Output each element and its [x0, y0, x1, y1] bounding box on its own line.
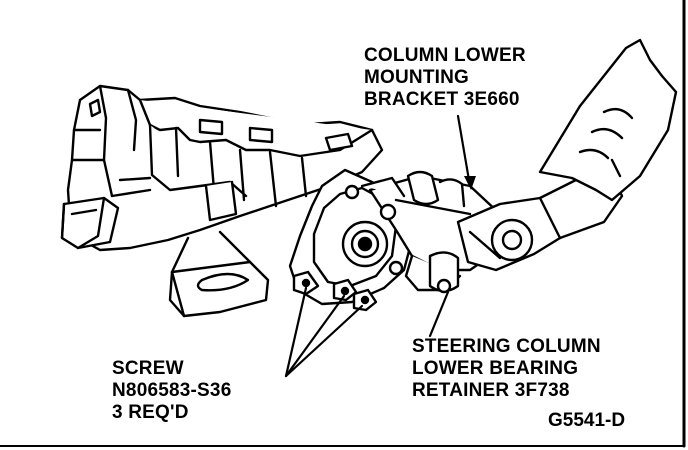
screw-callout-line-2: N806583-S36	[112, 380, 232, 401]
bracket-callout-label: COLUMN LOWER MOUNTING BRACKET 3E660	[364, 45, 526, 111]
retainer-callout-line-1: STEERING COLUMN	[412, 336, 601, 357]
screw-callout-line-3: 3 REQ'D	[112, 402, 189, 423]
ratchet-wrench	[456, 168, 624, 272]
hand-illustration	[538, 38, 678, 202]
lower-mounting-foot	[168, 230, 270, 318]
retainer-callout-line-3: RETAINER 3F738	[412, 380, 570, 401]
retainer-callout-label: STEERING COLUMN LOWER BEARING RETAINER 3…	[412, 336, 601, 402]
leader-lines	[284, 114, 476, 378]
figure-id-label: G5541-D	[548, 410, 626, 431]
screw-callout-line-1: SCREW	[112, 358, 184, 379]
screw-group	[292, 270, 378, 312]
bracket-callout-line-3: BRACKET 3E660	[364, 89, 520, 110]
bracket-callout-line-2: MOUNTING	[364, 67, 470, 88]
left-mounting-tab	[60, 196, 120, 250]
screw-callout-label: SCREW N806583-S36 3 REQ'D	[112, 358, 231, 424]
steering-column-housing	[66, 84, 384, 252]
retainer-callout-line-2: LOWER BEARING	[412, 358, 579, 379]
bracket-callout-line-1: COLUMN LOWER	[364, 45, 526, 66]
